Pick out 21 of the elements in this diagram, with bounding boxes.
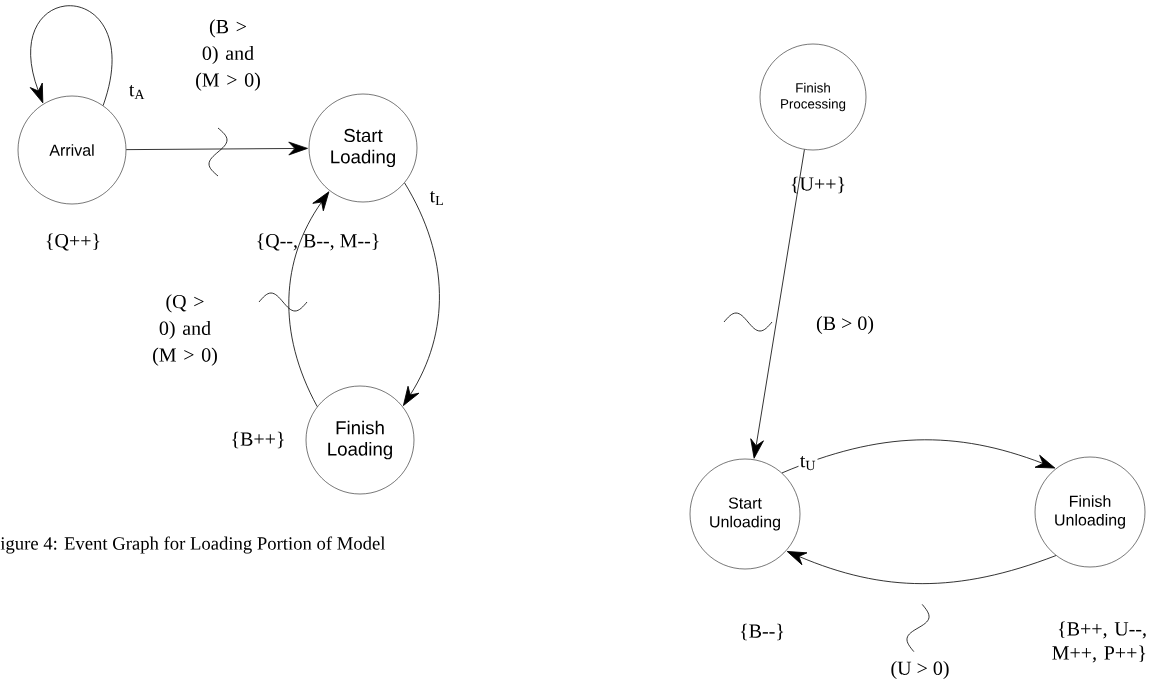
caption: igure 4: Event Graph for Loading Portion of Model <box>0 536 386 554</box>
edge-label: t$_{A}$ <box>129 84 145 100</box>
state-change: {B++, U--, M++, P++} <box>1052 621 1146 663</box>
state-change: {Q--, B--, M--} <box>257 233 379 251</box>
arrow <box>288 191 330 407</box>
state-change: {B++} <box>232 431 284 449</box>
edge-label: t$_{U}$ <box>800 455 816 471</box>
arrow <box>29 5 112 106</box>
edge-label: (Q > 0) and (M > 0) <box>153 294 217 366</box>
state-change: {B--} <box>740 623 784 641</box>
state-change: {U++} <box>791 176 845 194</box>
arrow <box>125 141 308 156</box>
arrow <box>750 149 805 459</box>
edge-label: (U > 0) <box>891 660 949 680</box>
arrow <box>786 551 1057 585</box>
state-change: {Q++} <box>46 233 100 251</box>
arrow <box>403 182 440 406</box>
arrow <box>781 439 1056 474</box>
edge-label: (B > 0) and (M > 0) <box>196 19 260 91</box>
edge-label: t$_{L}$ <box>429 190 443 206</box>
edge-label: (B > 0) <box>816 315 874 335</box>
